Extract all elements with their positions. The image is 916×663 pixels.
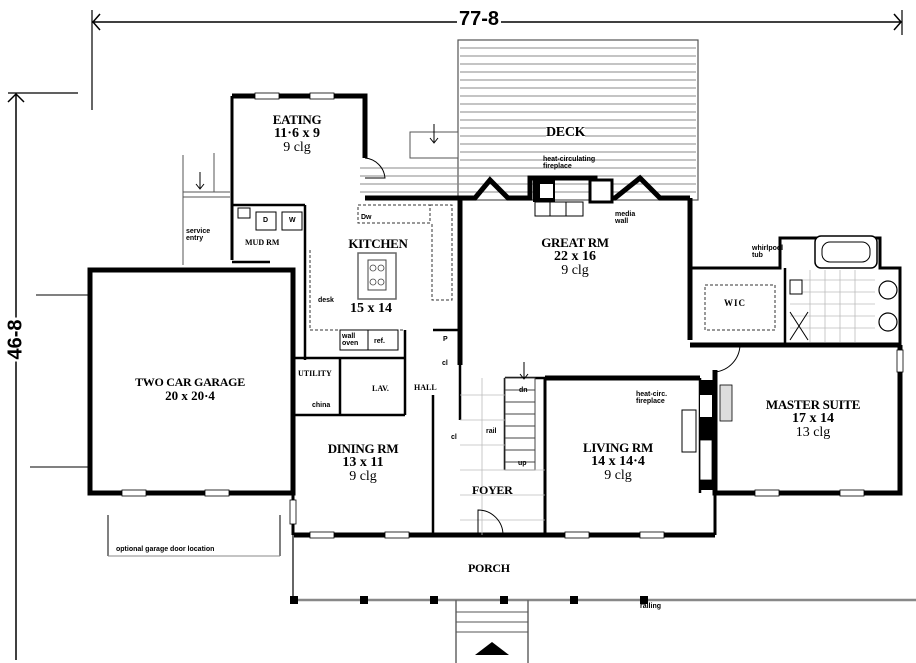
room-dims: 22 x 16 (554, 248, 596, 264)
room-eating: EATING 11·6 x 9 9 clg (252, 113, 342, 156)
service-entry-steps (182, 153, 230, 265)
deck (360, 39, 699, 201)
room-master-suite: MASTER SUITE 17 x 14 13 clg (738, 398, 888, 441)
overall-depth-label: 46-8 (4, 317, 28, 362)
room-ceiling: 9 clg (561, 263, 589, 279)
garage-door-dimension (107, 515, 281, 557)
note-heat-fireplace: heat-circulating fireplace (543, 156, 596, 170)
note-dishwasher: Dw (361, 214, 372, 221)
room-name: EATING (272, 112, 322, 127)
kitchen-dims: 15 x 14 (350, 301, 392, 316)
note-washer: W (289, 217, 296, 224)
room-hall: HALL (414, 383, 437, 392)
master-bath-fixtures (704, 235, 898, 342)
room-dims: 11·6 x 9 (274, 125, 320, 141)
room-dims: 17 x 14 (792, 410, 834, 426)
room-garage: TWO CAR GARAGE 20 x 20·4 (110, 376, 270, 402)
note-dn: dn (519, 387, 528, 394)
room-great-rm: GREAT RM 22 x 16 9 clg (520, 236, 630, 279)
room-name: DINING RM (327, 441, 399, 456)
room-deck: DECK (546, 125, 586, 141)
room-living-rm: LIVING RM 14 x 14·4 9 clg (568, 441, 668, 484)
note-closet-2: cl (451, 434, 457, 441)
note-garage-door-option: optional garage door location (116, 546, 215, 553)
room-name: MASTER SUITE (765, 397, 861, 412)
note-rail: rail (486, 428, 497, 435)
room-utility: UTILITY (298, 369, 332, 378)
note-pantry: P (443, 336, 448, 343)
room-ceiling: 9 clg (604, 468, 632, 484)
living-room-fireplace (681, 380, 733, 490)
kitchen-counters (309, 204, 453, 351)
note-up: up (518, 460, 527, 467)
room-name: KITCHEN (348, 236, 408, 251)
room-dims: 14 x 14·4 (591, 453, 645, 469)
front-door-swing (477, 509, 504, 536)
room-ceiling: 9 clg (349, 469, 377, 485)
overall-width-label: 77-8 (457, 8, 502, 31)
room-name: LIVING RM (583, 440, 653, 455)
room-dims: 13 x 11 (342, 454, 384, 470)
note-heat-fireplace-living: heat-circ. fireplace (636, 391, 668, 405)
room-porch: PORCH (468, 561, 510, 575)
room-foyer: FOYER (472, 483, 513, 497)
note-closet-1: cl (442, 360, 448, 367)
porch (290, 535, 916, 663)
note-ref: ref. (374, 338, 385, 345)
room-ceiling: 13 clg (795, 425, 831, 441)
room-kitchen: KITCHEN (338, 237, 418, 251)
eating-door-swing (364, 157, 386, 179)
room-wic: WIC (724, 298, 747, 308)
note-desk: desk (318, 297, 334, 304)
room-name: TWO CAR GARAGE (135, 375, 245, 389)
master-door-swing (714, 344, 741, 373)
note-dryer: D (263, 217, 269, 224)
note-media-wall: media wall (615, 211, 636, 225)
room-lav: LAV. (372, 384, 389, 393)
staircase (504, 362, 536, 471)
note-railing: railing (640, 603, 662, 610)
room-name: GREAT RM (541, 235, 609, 250)
room-mud-rm: MUD RM (245, 238, 280, 247)
depth-dimension-line (7, 92, 90, 660)
windows (121, 92, 904, 539)
note-whirlpool-tub: whirlpool tub (752, 245, 784, 259)
note-wall-oven: wall oven (342, 333, 359, 347)
room-ceiling: 9 clg (283, 140, 311, 156)
great-room-fireplace (533, 178, 614, 217)
laundry-appliances (237, 207, 303, 231)
note-service-entry: service entry (186, 228, 211, 242)
room-dining-rm: DINING RM 13 x 11 9 clg (318, 442, 408, 485)
foyer-tile (460, 378, 545, 535)
room-dims: 20 x 20·4 (165, 387, 215, 403)
note-china: china (312, 402, 331, 409)
